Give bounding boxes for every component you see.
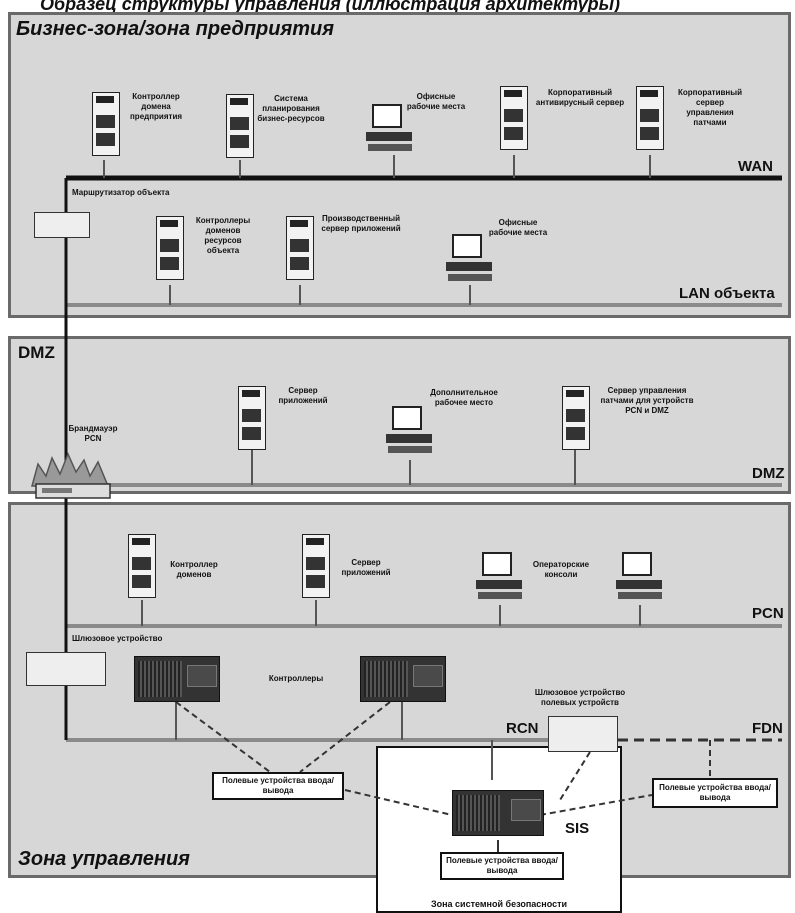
controller-icon [360,656,446,702]
sis-zone-title: Зона системной безопасности [430,899,568,909]
extra-workstation-label: Дополнительное рабочее место [430,388,498,407]
workstation-icon [446,234,492,286]
firewall-icon [31,452,111,499]
production-app-server-label: Производственный сервер приложений [321,214,401,233]
sis-label: SIS [565,820,590,837]
server-icon [286,216,314,280]
server-icon [128,534,156,598]
pcn-firewall-label: Брандмауэр PCN [68,424,118,443]
workstation-icon [386,406,432,458]
server-icon [500,86,528,150]
lan-label: LAN объекта [679,285,775,302]
operator-consoles-label: Операторские консоли [532,560,590,579]
erp-system-label: Система планирования бизнес-ресурсов [257,94,325,123]
rcn-label: RCN [506,720,539,737]
office-workstations-2-label: Офисные рабочие места [488,218,548,237]
pcn-domain-controller-label: Контроллер доменов [170,560,218,579]
dmz-patch-server-label: Сервер управления патчами для устройств … [600,386,694,415]
office-workstations-1-label: Офисные рабочие места [406,92,466,111]
field-gateway-label: Шлюзовое устройство полевых устройств [534,688,626,707]
business-zone-title: Бизнес-зона/зона предприятия [16,18,335,40]
workstation-icon [476,552,522,604]
server-icon [238,386,266,450]
controllers-label: Контроллеры [268,674,324,683]
server-icon [636,86,664,150]
field-io-box-1: Полевые устройства ввода/вывода [212,772,344,800]
workstation-icon [366,104,412,156]
domain-controller-enterprise-label: Контроллер домена предприятия [129,92,183,121]
dmz-zone-title: DMZ [18,343,55,362]
gateway-label: Шлюзовое устройство [72,634,163,643]
gateway-icon [26,652,106,686]
server-icon [156,216,184,280]
server-icon [302,534,330,598]
field-io-box-2: Полевые устройства ввода/вывода [652,778,778,808]
controller-icon [134,656,220,702]
page-title: Образец структуры управления (иллюстраци… [40,0,621,14]
router-icon [34,212,90,238]
wan-label: WAN [738,158,773,175]
site-router-label: Маршрутизатор объекта [72,188,170,197]
antivirus-server-label: Корпоративный антивирусный сервер [535,88,625,107]
field-io-box-3: Полевые устройства ввода/вывода [440,852,564,880]
control-zone-title: Зона управления [18,848,190,870]
server-icon [226,94,254,158]
server-icon [562,386,590,450]
pcn-app-server-label: Сервер приложений [341,558,391,577]
site-domain-controllers-label: Контроллеры доменов ресурсов объекта [195,216,251,255]
patch-server-label: Корпоративный сервер управления патчами [677,88,743,127]
server-icon [92,92,120,156]
business-zone [8,12,791,318]
fdn-label: FDN [752,720,783,737]
field-gateway-icon [548,716,618,752]
dmz-network-label: DMZ [752,465,785,482]
pcn-label: PCN [752,605,784,622]
sis-controller-icon [452,790,544,836]
workstation-icon [616,552,662,604]
dmz-app-server-label: Сервер приложений [278,386,328,405]
